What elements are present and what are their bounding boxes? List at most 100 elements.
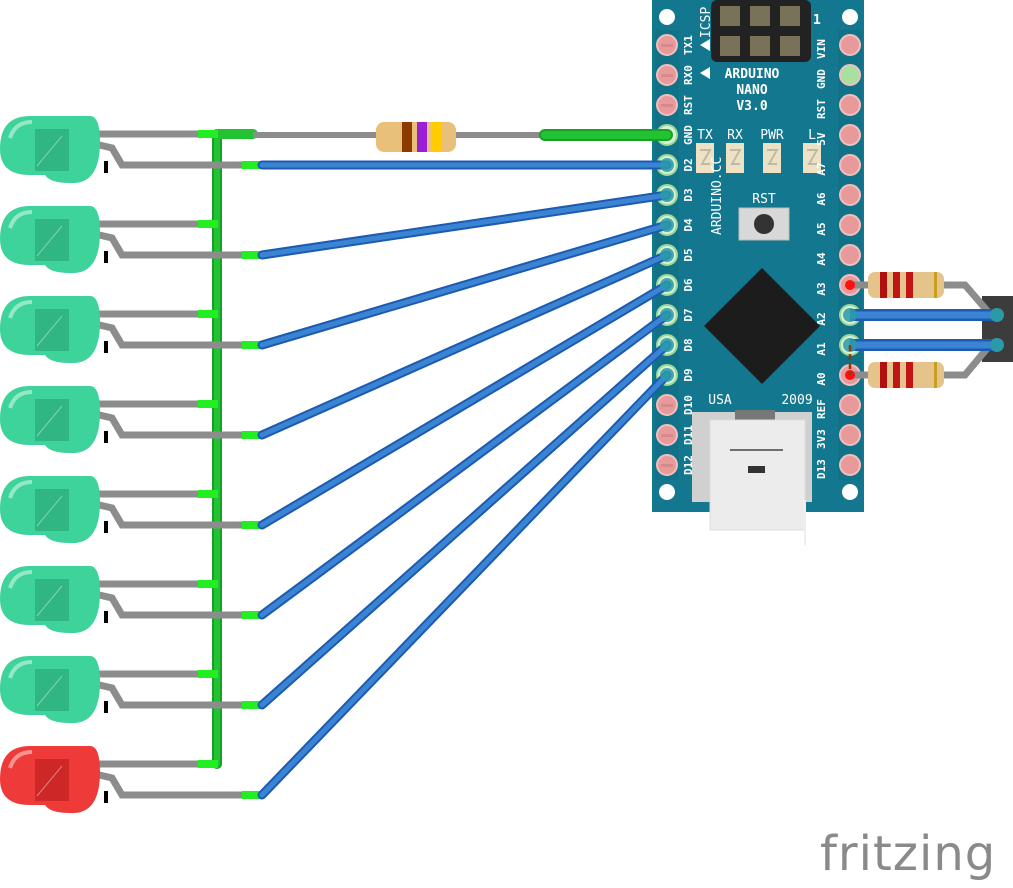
mounting-hole bbox=[659, 484, 675, 500]
mounting-hole bbox=[842, 9, 858, 25]
resistor-band bbox=[893, 362, 900, 388]
pin-a5-right[interactable] bbox=[839, 214, 861, 236]
pin-marker bbox=[845, 280, 855, 290]
led-die bbox=[35, 579, 69, 621]
pin-label-left: D12 bbox=[682, 455, 695, 475]
status-led-mark bbox=[700, 149, 712, 165]
sensor-pin-end bbox=[990, 308, 1004, 322]
pin-label-left: D2 bbox=[682, 158, 695, 171]
pin-label-right: VIN bbox=[815, 39, 828, 59]
pin-d13-right[interactable] bbox=[839, 454, 861, 476]
led-die bbox=[35, 219, 69, 261]
pin-a4-right[interactable] bbox=[839, 244, 861, 266]
pin-vin-right[interactable] bbox=[839, 34, 861, 56]
led-die bbox=[35, 309, 69, 351]
pin-label-right: D13 bbox=[815, 459, 828, 479]
pin-rst-right[interactable] bbox=[839, 94, 861, 116]
pin-a7-right[interactable] bbox=[839, 154, 861, 176]
led-green[interactable] bbox=[0, 656, 262, 724]
led-die-mark bbox=[36, 585, 63, 617]
board-website: ARDUINO.CC bbox=[710, 157, 725, 235]
wire-pin-end bbox=[660, 278, 674, 292]
wire-pin-end bbox=[660, 308, 674, 322]
icsp-pin bbox=[750, 6, 770, 26]
led-cathode-junction bbox=[242, 251, 262, 259]
pin-ref-right[interactable] bbox=[839, 394, 861, 416]
resistor-band-tolerance bbox=[934, 272, 937, 298]
pin-label-left: GND bbox=[682, 125, 695, 145]
led-green[interactable] bbox=[0, 296, 262, 364]
wire-pin-end bbox=[660, 248, 674, 262]
pin-5v-right[interactable] bbox=[839, 124, 861, 146]
pin-label-left: TX1 bbox=[682, 35, 695, 55]
led-highlight bbox=[8, 480, 33, 499]
led-die-mark bbox=[36, 765, 63, 797]
led-cathode-leg bbox=[94, 680, 262, 709]
led-green[interactable] bbox=[0, 476, 262, 544]
resistor-band bbox=[906, 362, 913, 388]
status-led-label: L bbox=[808, 128, 816, 143]
led-cathode-junction bbox=[242, 341, 262, 349]
led-cathode-leg bbox=[94, 230, 262, 259]
status-led-mark bbox=[767, 149, 779, 165]
led-leg-mark bbox=[104, 341, 108, 353]
resistor-band-tolerance bbox=[934, 362, 937, 388]
led-die bbox=[35, 399, 69, 441]
led-anode-junction bbox=[198, 580, 218, 588]
sensor-resistor[interactable] bbox=[868, 362, 944, 388]
icsp-pin bbox=[780, 6, 800, 26]
led-cathode-leg bbox=[94, 590, 262, 619]
pin-pad-mark bbox=[661, 464, 673, 467]
led-green[interactable] bbox=[0, 566, 262, 634]
led-cathode-junction bbox=[242, 611, 262, 619]
led-cathode-junction bbox=[242, 521, 262, 529]
board-country-label: USA bbox=[708, 393, 732, 408]
pin-label-right: A0 bbox=[815, 372, 828, 385]
pin-label-left: D8 bbox=[682, 338, 695, 351]
pin-pad-mark bbox=[661, 434, 673, 437]
pin-label-left: D6 bbox=[682, 278, 695, 292]
signal-wire-d4[interactable] bbox=[259, 222, 670, 348]
usb-connector bbox=[692, 410, 812, 545]
led-red[interactable] bbox=[0, 746, 262, 814]
current-limit-resistor[interactable] bbox=[376, 122, 456, 152]
led-die bbox=[35, 489, 69, 531]
icsp-pin bbox=[750, 36, 770, 56]
icsp-pin bbox=[720, 6, 740, 26]
signal-wire-d9[interactable] bbox=[259, 372, 670, 798]
pin-label-right: A7 bbox=[815, 162, 828, 175]
led-leg-mark bbox=[104, 701, 108, 713]
icsp-pin bbox=[720, 36, 740, 56]
signal-wire-d7[interactable] bbox=[259, 312, 670, 618]
status-led-label: TX bbox=[697, 128, 713, 143]
icsp-pin bbox=[780, 36, 800, 56]
led-green[interactable] bbox=[0, 206, 262, 274]
led-anode-junction bbox=[198, 400, 218, 408]
pin-a6-right[interactable] bbox=[839, 184, 861, 206]
signal-wire-d8[interactable] bbox=[259, 342, 670, 708]
wire-pin-end bbox=[660, 218, 674, 232]
led-die bbox=[35, 759, 69, 801]
led-die bbox=[35, 129, 69, 171]
wire-pin-end bbox=[660, 158, 674, 172]
led-cathode-leg bbox=[94, 320, 262, 349]
pin-label-right: A6 bbox=[815, 192, 828, 206]
pin-gnd-right[interactable] bbox=[839, 64, 861, 86]
led-green[interactable] bbox=[0, 386, 262, 454]
led-green[interactable] bbox=[0, 116, 262, 184]
sensor-resistor[interactable] bbox=[868, 272, 944, 298]
pin-3v3-right[interactable] bbox=[839, 424, 861, 446]
pin-label-right: REF bbox=[815, 399, 828, 419]
icsp-pin1-label: 1 bbox=[813, 13, 821, 28]
signal-wire-d6[interactable] bbox=[259, 282, 670, 528]
led-die-mark bbox=[36, 405, 63, 437]
reset-button[interactable] bbox=[754, 214, 774, 234]
led-cathode-leg bbox=[94, 140, 262, 169]
led-leg-mark bbox=[104, 431, 108, 443]
led-highlight bbox=[8, 390, 33, 409]
tx-arrow-icon bbox=[700, 39, 710, 51]
signal-wire-d5[interactable] bbox=[259, 252, 670, 438]
pin-label-left: D4 bbox=[682, 218, 695, 232]
signal-wire-d3[interactable] bbox=[259, 192, 670, 258]
rx-arrow-icon bbox=[700, 67, 710, 79]
